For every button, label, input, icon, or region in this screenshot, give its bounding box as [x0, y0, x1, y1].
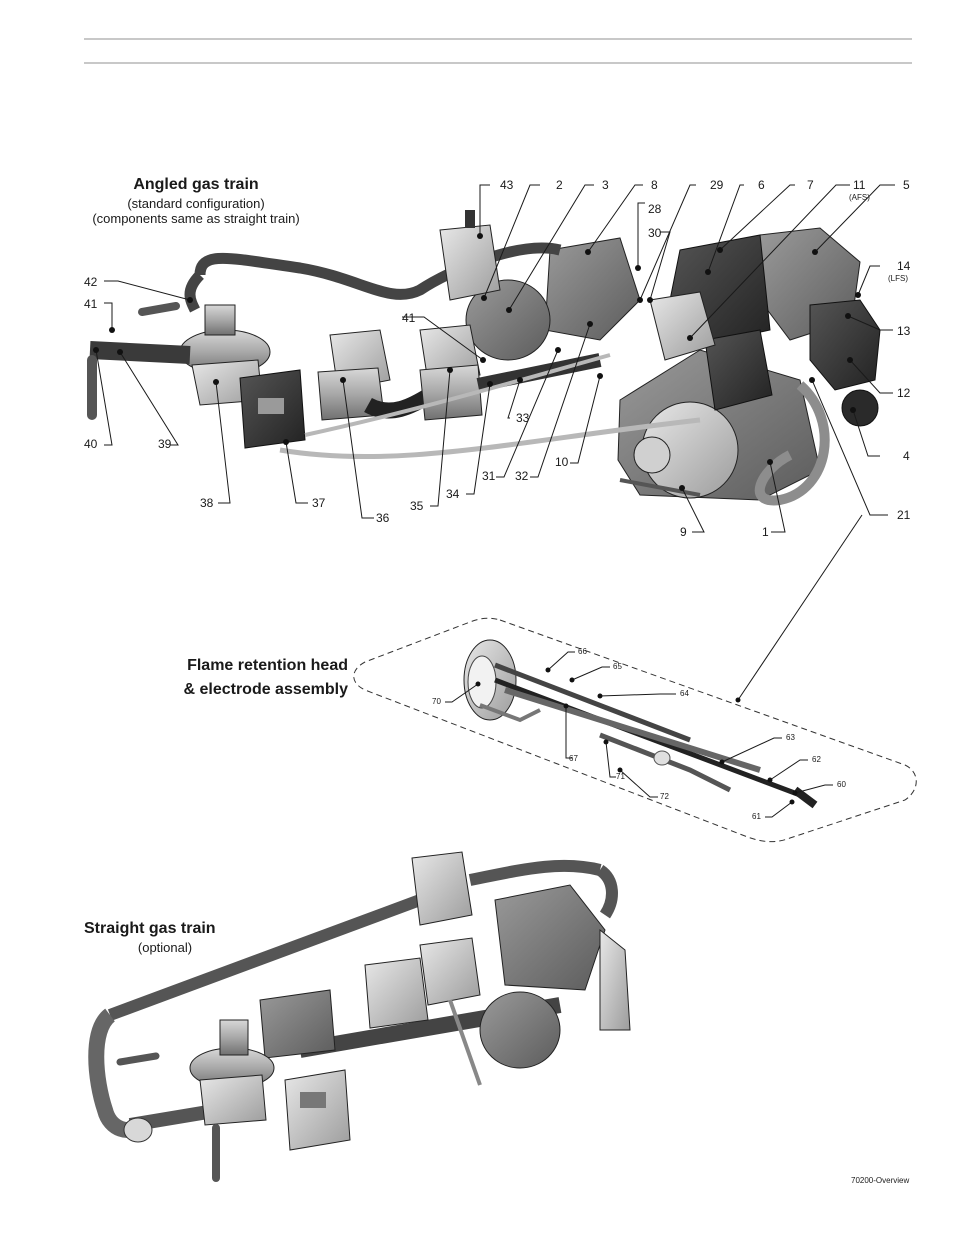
straight-regulator-bonnet [220, 1020, 248, 1055]
motor-4 [842, 390, 878, 426]
callout-13: 13 [897, 324, 910, 338]
electrode-rod-1 [495, 665, 690, 740]
terminal-block [258, 398, 284, 414]
callout-afs: (AFS) [849, 193, 870, 202]
straight-housing-edge [600, 930, 630, 1030]
callout-72: 72 [660, 792, 669, 801]
primary-control [810, 300, 880, 390]
callout-2: 2 [556, 178, 563, 192]
callout-31: 31 [482, 469, 495, 483]
callout-7: 7 [807, 178, 814, 192]
callout-9: 9 [680, 525, 687, 539]
callout-21: 21 [897, 508, 910, 522]
shutoff-handle-42 [142, 306, 176, 312]
callout-29: 29 [710, 178, 723, 192]
straight-return-loop [600, 870, 612, 915]
callout-70: 70 [432, 697, 441, 706]
regulator-bonnet [205, 305, 235, 335]
callout-67: 67 [569, 754, 578, 763]
angled-gas-train [90, 210, 880, 500]
valve-43-cap [465, 210, 475, 228]
straight-inlet-opening [124, 1118, 152, 1142]
burner-fan-hub [634, 437, 670, 473]
callout-32: 32 [515, 469, 528, 483]
callout-35: 35 [410, 499, 423, 513]
callout-1: 1 [762, 525, 769, 539]
callout-66: 66 [578, 647, 587, 656]
callout-37: 37 [312, 496, 325, 510]
straight-regulator-body [200, 1075, 266, 1125]
callout-62: 62 [812, 755, 821, 764]
callout-43: 43 [500, 178, 513, 192]
callout-39: 39 [158, 437, 171, 451]
callout-71: 71 [616, 772, 625, 781]
air-guide-72 [654, 751, 670, 765]
callout-40: 40 [84, 437, 97, 451]
callout-14: 14 [897, 259, 910, 273]
callout-41-left: 41 [84, 297, 97, 311]
straight-valve-top [412, 852, 472, 925]
callout-10: 10 [555, 455, 568, 469]
callout-lfs: (LFS) [888, 274, 908, 283]
retention-head-face [468, 656, 496, 708]
callout-28: 28 [648, 202, 661, 216]
junction-box [705, 330, 772, 410]
straight-upper-pipe [470, 866, 600, 880]
callout-4: 4 [903, 449, 910, 463]
callout-64: 64 [680, 689, 689, 698]
straight-shutoff-handle [120, 1056, 156, 1062]
callout-42: 42 [84, 275, 97, 289]
straight-valve-3 [420, 938, 480, 1005]
gas-inlet-pipe [90, 350, 190, 355]
straight-terminal-box [285, 1070, 350, 1150]
callout-33: 33 [516, 411, 529, 425]
gas-tube [505, 690, 760, 770]
callout-36: 36 [376, 511, 389, 525]
callout-12: 12 [897, 386, 910, 400]
callout-65: 65 [613, 662, 622, 671]
straight-blower-housing [495, 885, 605, 990]
straight-gas-train [96, 852, 630, 1178]
gas-valve-43 [440, 225, 500, 300]
callout-38: 38 [200, 496, 213, 510]
callout-5: 5 [903, 178, 910, 192]
callout-30: 30 [648, 226, 661, 240]
straight-left-loop [96, 1015, 140, 1130]
flame-retention-assembly [354, 618, 917, 841]
callout-3: 3 [602, 178, 609, 192]
straight-air-tube [480, 992, 560, 1068]
straight-terminal-block [300, 1092, 326, 1108]
callout-6: 6 [758, 178, 765, 192]
callout-11: 11 [853, 178, 865, 192]
straight-valve-2 [365, 958, 428, 1028]
upper-hose-elbow [190, 275, 200, 310]
callout-63: 63 [786, 733, 795, 742]
callout-34: 34 [446, 487, 459, 501]
straight-valve-1 [260, 990, 335, 1058]
callout-61: 61 [752, 812, 761, 821]
callout-41-mid: 41 [402, 311, 415, 325]
callout-60: 60 [837, 780, 846, 789]
figure-id: 70200-Overview [851, 1176, 909, 1185]
callout-8: 8 [651, 178, 658, 192]
